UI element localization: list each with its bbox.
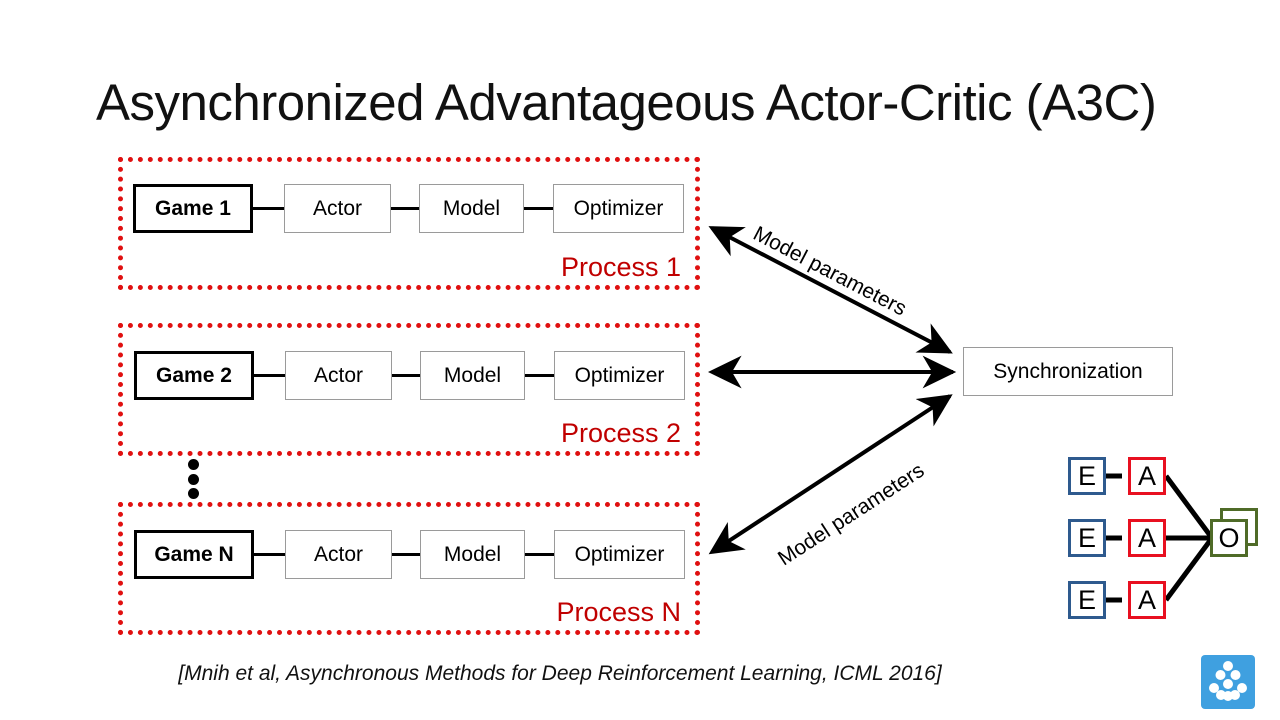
eao-agent-2[interactable]: A	[1128, 519, 1166, 557]
eao-node-label: O	[1218, 522, 1240, 553]
eao-node-label: E	[1077, 522, 1096, 553]
connector-actor-model-n	[392, 553, 420, 556]
node-model-2[interactable]: Model	[420, 351, 525, 400]
node-label: Optimizer	[573, 196, 664, 220]
connector-model-optimizer-n	[525, 553, 554, 556]
eao-node-label: A	[1137, 584, 1156, 615]
eao-agent-1[interactable]: A	[1128, 457, 1166, 495]
eao-node-label: E	[1077, 460, 1096, 491]
arrow-label-model-parameters-top: Model parameters	[749, 222, 911, 321]
arrow-label-model-parameters-bottom: Model parameters	[774, 458, 929, 571]
ellipsis-dot	[187, 473, 199, 485]
ellipsis-dot	[187, 459, 199, 470]
eao-link-a-o-3	[1163, 536, 1215, 602]
eao-output[interactable]: O	[1210, 519, 1248, 557]
node-label: Actor	[313, 363, 363, 387]
network-logo-icon	[1209, 661, 1247, 701]
connector-model-optimizer-2	[525, 374, 554, 377]
eao-agent-3[interactable]: A	[1128, 581, 1166, 619]
synchronization-label: Synchronization	[993, 359, 1143, 383]
node-label: Actor	[313, 542, 363, 566]
connector-game-actor-2	[254, 374, 285, 377]
process-label-n: Process N	[556, 597, 681, 627]
organization-logo	[1201, 655, 1255, 709]
eao-encoder-1[interactable]: E	[1068, 457, 1106, 495]
ellipsis-dot	[187, 488, 199, 499]
node-label: Model	[442, 196, 501, 220]
node-label: Optimizer	[574, 363, 665, 387]
connector-game-actor-n	[254, 553, 285, 556]
eao-node-label: A	[1137, 522, 1156, 553]
eao-diagram: E A E A E A O	[1060, 448, 1270, 628]
arrow-process1-sync	[708, 226, 953, 354]
connector-actor-model-2	[392, 374, 420, 377]
node-actor-n[interactable]: Actor	[285, 530, 392, 579]
connector-model-optimizer-1	[524, 207, 553, 210]
process-label-1: Process 1	[560, 252, 681, 282]
synchronization-box[interactable]: Synchronization	[963, 347, 1173, 396]
citation-text: [Mnih et al, Asynchronous Methods for De…	[178, 662, 942, 685]
node-model-n[interactable]: Model	[420, 530, 525, 579]
node-label: Optimizer	[574, 542, 665, 566]
eao-encoder-2[interactable]: E	[1068, 519, 1106, 557]
node-optimizer-1[interactable]: Optimizer	[553, 184, 684, 233]
node-optimizer-n[interactable]: Optimizer	[554, 530, 685, 579]
node-actor-2[interactable]: Actor	[285, 351, 392, 400]
process-box-1: Process 1	[118, 157, 700, 290]
process-label-2: Process 2	[560, 418, 681, 448]
vertical-ellipsis	[187, 459, 199, 499]
node-label: Game 2	[156, 363, 232, 387]
eao-encoder-3[interactable]: E	[1068, 581, 1106, 619]
node-optimizer-2[interactable]: Optimizer	[554, 351, 685, 400]
node-game-1[interactable]: Game 1	[133, 184, 253, 233]
process-box-n: Process N	[118, 502, 700, 635]
connector-actor-model-1	[391, 207, 419, 210]
node-actor-1[interactable]: Actor	[284, 184, 391, 233]
connector-game-actor-1	[253, 207, 284, 210]
node-label: Actor	[312, 196, 362, 220]
node-label: Model	[443, 363, 502, 387]
node-game-2[interactable]: Game 2	[134, 351, 254, 400]
node-label: Game N	[154, 542, 234, 566]
eao-node-label: E	[1077, 584, 1096, 615]
eao-link-a-o-1	[1163, 474, 1215, 540]
process-box-2: Process 2	[118, 323, 700, 456]
eao-links	[1104, 473, 1215, 603]
page-title: Asynchronized Advantageous Actor-Critic …	[96, 74, 1157, 131]
node-label: Game 1	[155, 196, 231, 220]
eao-node-label: A	[1137, 460, 1156, 491]
node-model-1[interactable]: Model	[419, 184, 524, 233]
node-label: Model	[443, 542, 502, 566]
node-game-n[interactable]: Game N	[134, 530, 254, 579]
